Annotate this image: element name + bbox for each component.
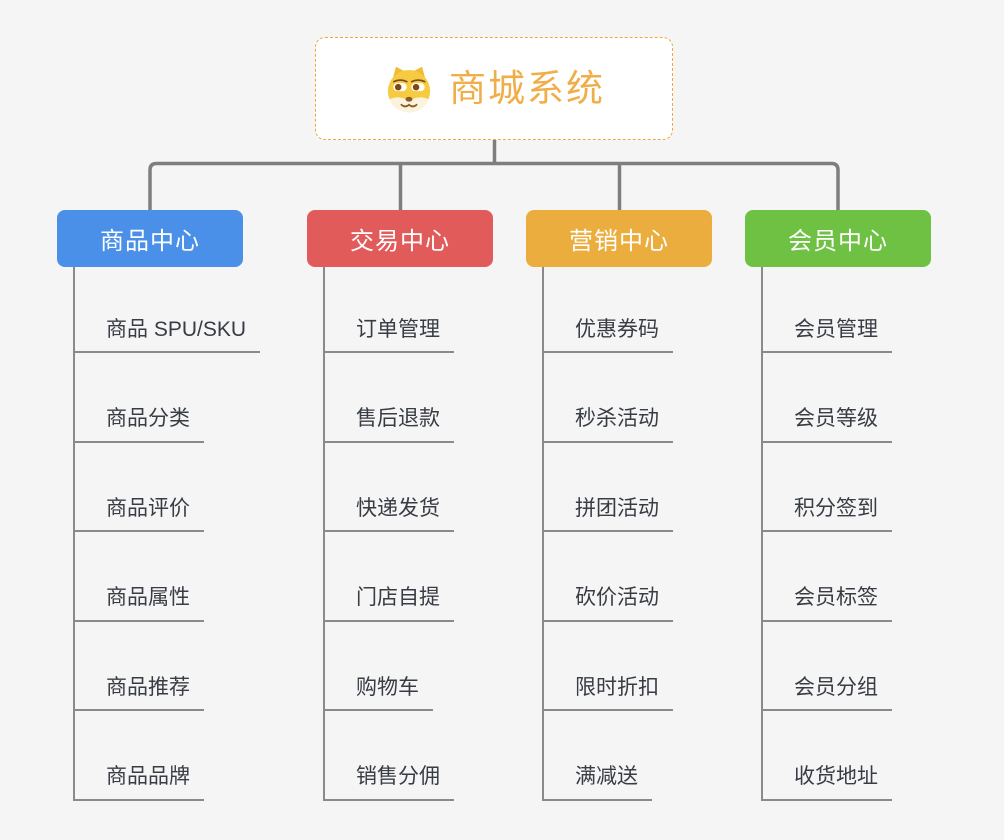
branch-node-marketing[interactable]: 营销中心 [526,210,712,267]
branch-items-product: 商品 SPU/SKU 商品分类 商品评价 商品属性 商品推荐 商品品牌 [73,267,261,801]
tree-item[interactable]: 拼团活动 [544,443,673,532]
tree-item[interactable]: 优惠券码 [544,267,673,353]
tree-item[interactable]: 会员等级 [763,353,892,443]
tree-item[interactable]: 订单管理 [325,267,454,353]
tree-item[interactable]: 收货地址 [763,711,892,801]
tree-item[interactable]: 购物车 [325,622,433,711]
tree-item[interactable]: 商品分类 [75,353,204,443]
tree-item[interactable]: 商品评价 [75,443,204,532]
tree-item[interactable]: 会员标签 [763,532,892,622]
branch-items-marketing: 优惠券码 秒杀活动 拼团活动 砍价活动 限时折扣 满减送 [542,267,673,801]
dog-face-icon [387,66,431,112]
tree-item[interactable]: 销售分佣 [325,711,454,801]
branch-trade: 交易中心 订单管理 售后退款 快递发货 门店自提 购物车 销售分佣 [307,210,567,801]
tree-item[interactable]: 秒杀活动 [544,353,673,443]
tree-item[interactable]: 限时折扣 [544,622,673,711]
branch-node-member[interactable]: 会员中心 [745,210,931,267]
tree-item[interactable]: 积分签到 [763,443,892,532]
branch-marketing: 营销中心 优惠券码 秒杀活动 拼团活动 砍价活动 限时折扣 满减送 [526,210,786,801]
tree-item[interactable]: 满减送 [544,711,652,801]
branch-items-trade: 订单管理 售后退款 快递发货 门店自提 购物车 销售分佣 [323,267,454,801]
tree-item[interactable]: 快递发货 [325,443,454,532]
root-node[interactable]: 商城系统 [315,37,673,140]
tree-item[interactable]: 会员分组 [763,622,892,711]
tree-item[interactable]: 商品品牌 [75,711,204,801]
branch-member: 会员中心 会员管理 会员等级 积分签到 会员标签 会员分组 收货地址 [745,210,1004,801]
tree-item[interactable]: 门店自提 [325,532,454,622]
tree-item[interactable]: 砍价活动 [544,532,673,622]
branch-product: 商品中心 商品 SPU/SKU 商品分类 商品评价 商品属性 商品推荐 商品品牌 [57,210,317,801]
tree-item[interactable]: 会员管理 [763,267,892,353]
tree-item[interactable]: 商品属性 [75,532,204,622]
tree-item[interactable]: 商品 SPU/SKU [75,267,261,353]
root-title: 商城系统 [449,68,605,109]
branch-items-member: 会员管理 会员等级 积分签到 会员标签 会员分组 收货地址 [761,267,892,801]
branch-node-trade[interactable]: 交易中心 [307,210,493,267]
tree-item[interactable]: 售后退款 [325,353,454,443]
tree-item[interactable]: 商品推荐 [75,622,204,711]
branch-node-product[interactable]: 商品中心 [57,210,243,267]
